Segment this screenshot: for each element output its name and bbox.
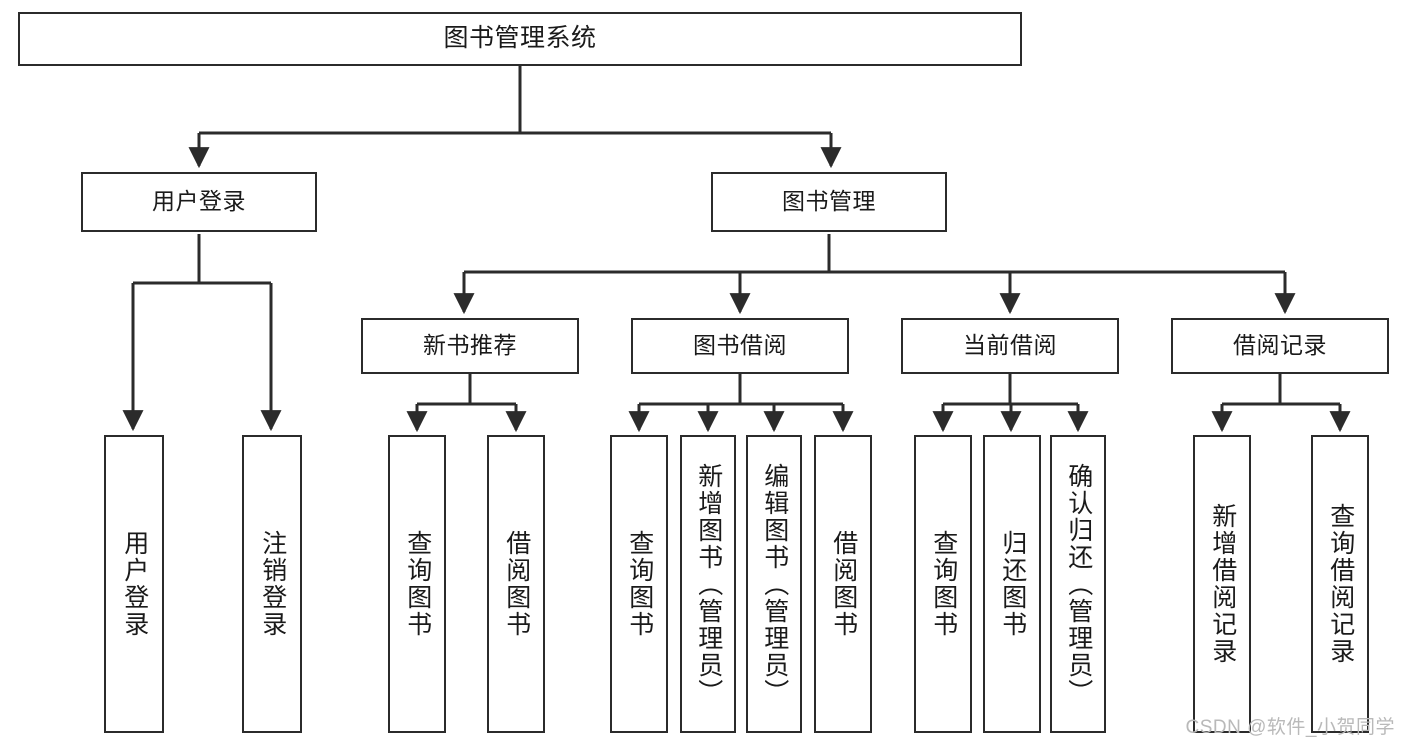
node-leaf-nb-query-book[interactable]: 查询图书 [388, 435, 446, 733]
node-user-login[interactable]: 用户登录 [81, 172, 317, 232]
node-leaf-br-query-book[interactable]: 查询图书 [610, 435, 668, 733]
node-leaf-nb-borrow-book-label: 借阅图书 [502, 530, 531, 638]
node-leaf-rc-add-record[interactable]: 新增借阅记录 [1193, 435, 1251, 733]
csdn-watermark: CSDN @软件_小贺同学 [1185, 717, 1395, 738]
node-leaf-br-edit-book[interactable]: 编辑图书（管理员） [746, 435, 802, 733]
node-leaf-br-borrow-book-label: 借阅图书 [829, 530, 858, 638]
node-borrow-records-label: 借阅记录 [1233, 332, 1327, 359]
node-book-management-label: 图书管理 [782, 188, 876, 215]
node-leaf-user-login-label: 用户登录 [120, 530, 149, 638]
node-leaf-nb-query-book-label: 查询图书 [403, 530, 432, 638]
node-leaf-cu-query-book[interactable]: 查询图书 [914, 435, 972, 733]
node-current-borrow-label: 当前借阅 [963, 332, 1057, 359]
node-leaf-br-edit-book-label: 编辑图书（管理员） [760, 462, 789, 706]
node-borrow-records[interactable]: 借阅记录 [1171, 318, 1389, 374]
node-leaf-cu-return-book[interactable]: 归还图书 [983, 435, 1041, 733]
node-leaf-cu-confirm-return-label: 确认归还（管理员） [1064, 462, 1093, 706]
node-new-book-recommend[interactable]: 新书推荐 [361, 318, 579, 374]
node-leaf-rc-add-record-label: 新增借阅记录 [1208, 503, 1237, 665]
node-leaf-br-add-book[interactable]: 新增图书（管理员） [680, 435, 736, 733]
node-leaf-br-add-book-label: 新增图书（管理员） [694, 462, 723, 706]
node-leaf-user-login[interactable]: 用户登录 [104, 435, 164, 733]
node-leaf-cu-query-book-label: 查询图书 [929, 530, 958, 638]
node-leaf-user-logout[interactable]: 注销登录 [242, 435, 302, 733]
node-leaf-br-borrow-book[interactable]: 借阅图书 [814, 435, 872, 733]
node-leaf-user-logout-label: 注销登录 [258, 530, 287, 638]
node-root-label: 图书管理系统 [443, 24, 597, 53]
node-book-management[interactable]: 图书管理 [711, 172, 947, 232]
node-leaf-rc-query-record[interactable]: 查询借阅记录 [1311, 435, 1369, 733]
node-leaf-cu-return-book-label: 归还图书 [998, 530, 1027, 638]
node-leaf-nb-borrow-book[interactable]: 借阅图书 [487, 435, 545, 733]
node-leaf-rc-query-record-label: 查询借阅记录 [1326, 503, 1355, 665]
node-current-borrow[interactable]: 当前借阅 [901, 318, 1119, 374]
node-new-book-recommend-label: 新书推荐 [423, 332, 517, 359]
node-leaf-br-query-book-label: 查询图书 [625, 530, 654, 638]
node-root[interactable]: 图书管理系统 [18, 12, 1022, 66]
node-book-borrow[interactable]: 图书借阅 [631, 318, 849, 374]
node-user-login-label: 用户登录 [152, 188, 246, 215]
node-leaf-cu-confirm-return[interactable]: 确认归还（管理员） [1050, 435, 1106, 733]
node-book-borrow-label: 图书借阅 [693, 332, 787, 359]
